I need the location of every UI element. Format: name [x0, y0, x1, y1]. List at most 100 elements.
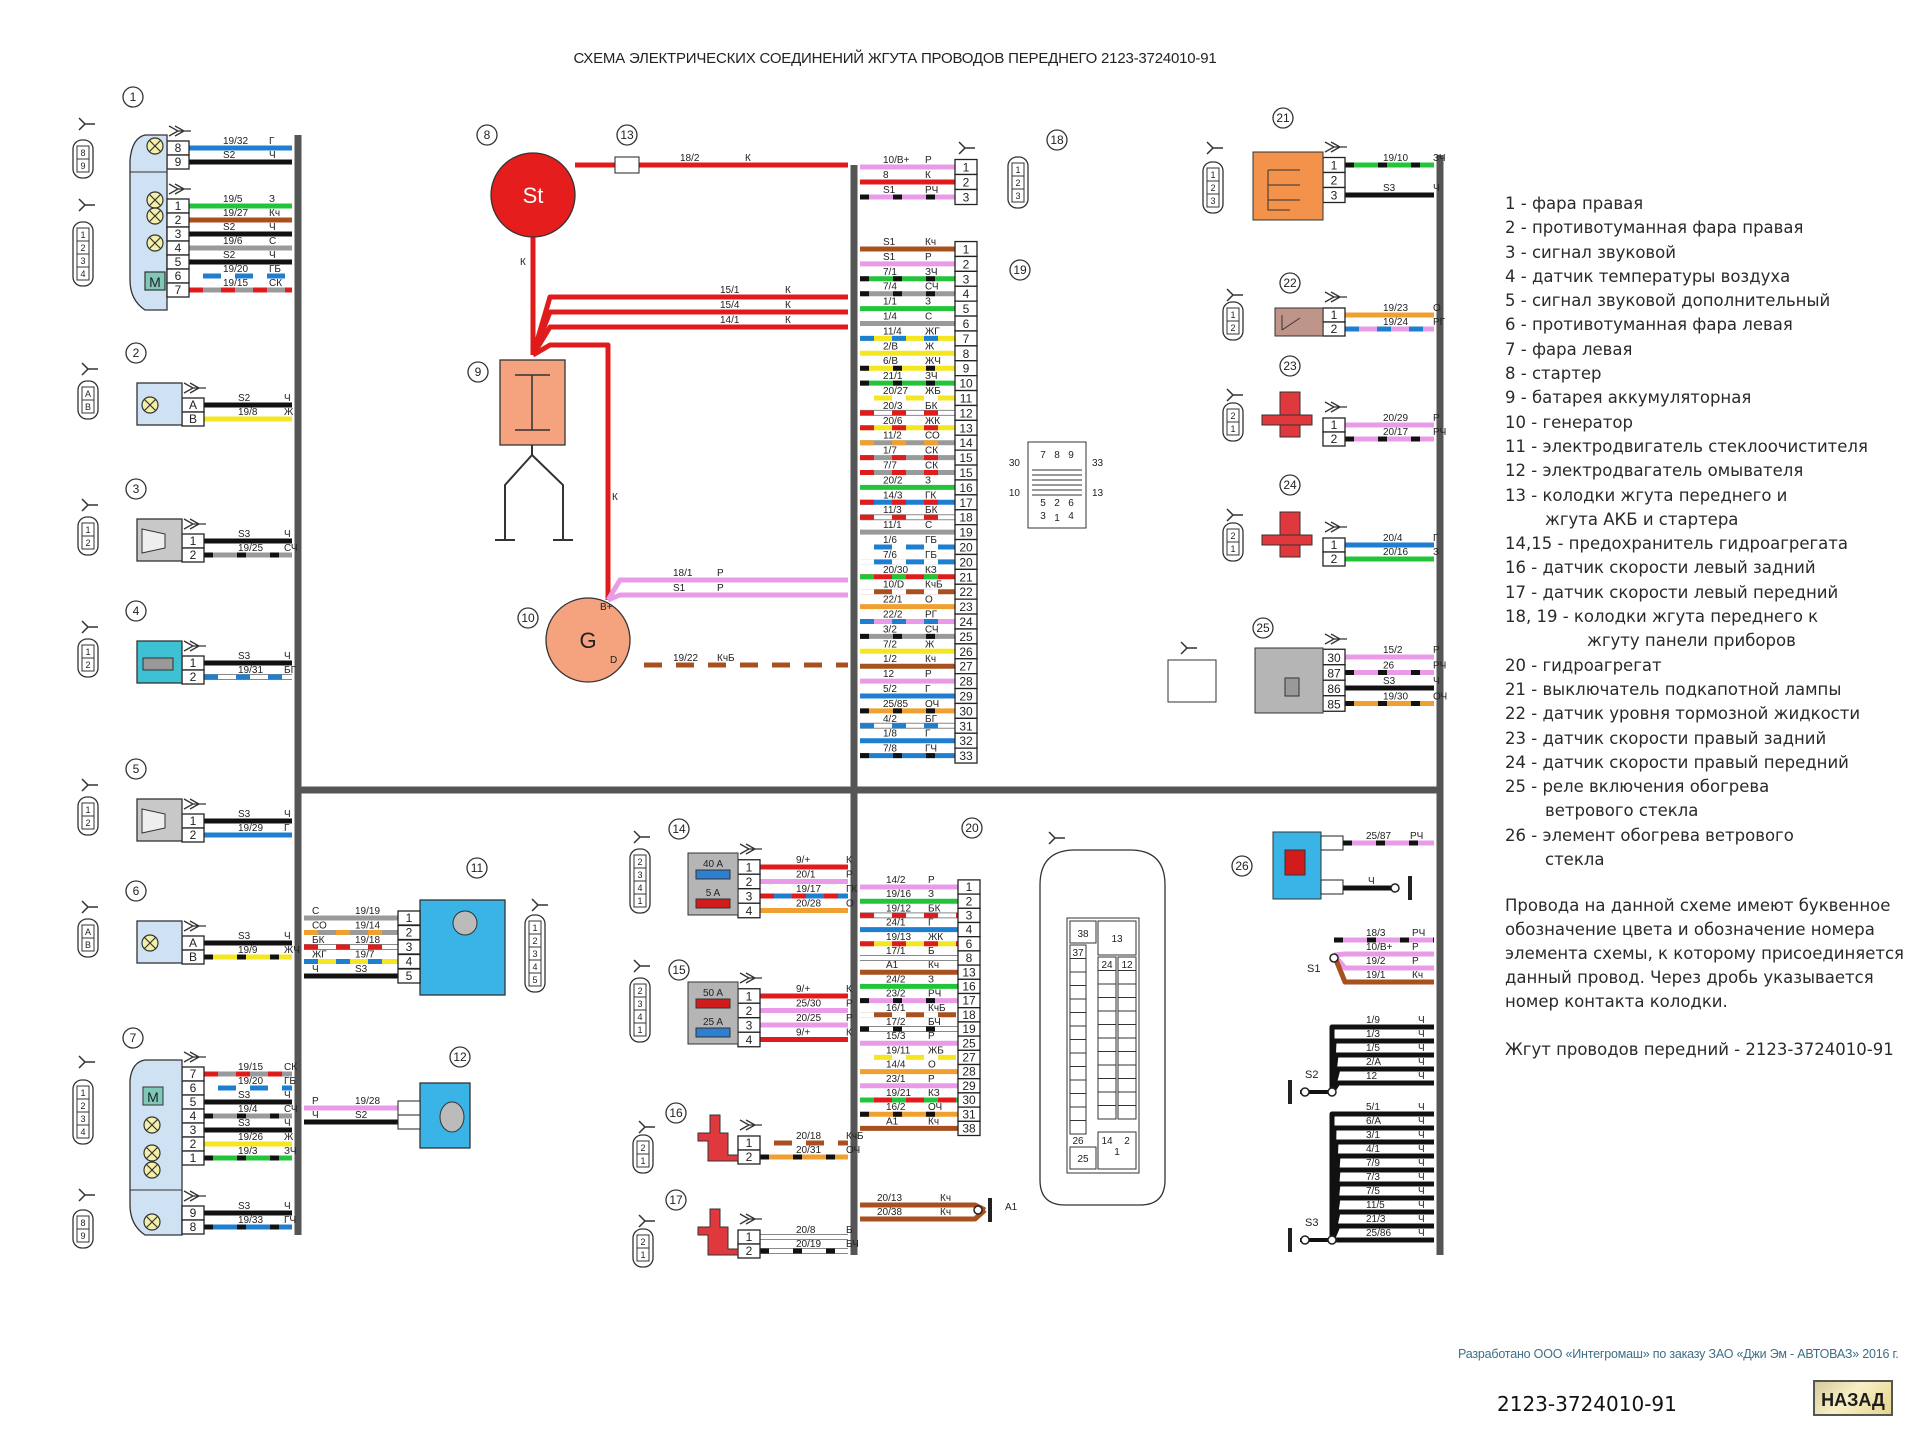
component-number: 22 [1283, 276, 1297, 290]
wire-label: 20/1 [796, 870, 816, 881]
pin-number: 1 [1331, 159, 1338, 173]
pin-number: 15 [959, 466, 973, 480]
ground-point-icon [1300, 1087, 1310, 1097]
pin-number: 9 [963, 362, 970, 376]
wire-color: Р [925, 252, 932, 263]
wire-color: К [846, 984, 852, 995]
pin-box [1322, 431, 1346, 447]
connector-arrow-icon [739, 1119, 762, 1131]
wire-color: Ч [1418, 1116, 1425, 1127]
wire-color: Р [717, 583, 724, 594]
switch-icon [1267, 169, 1300, 211]
face-cell [1097, 1078, 1117, 1093]
wire-label: 20/25 [796, 1013, 821, 1024]
wire-label: 5/2 [883, 684, 897, 695]
plug-pin: 8 [80, 148, 85, 158]
wire-label: 19/4 [238, 1104, 258, 1115]
battery-ground-icon [495, 445, 573, 541]
component-number-circle [1231, 855, 1253, 877]
wire-label: 19/28 [355, 1096, 380, 1107]
pin-number: 7 [175, 283, 182, 297]
wire-color: Р [846, 1013, 853, 1024]
legend-item: 21 - выключатель подкапотной лампы [1505, 679, 1842, 699]
wire-label: S1 [883, 252, 896, 263]
pin-number: A [189, 398, 197, 412]
wire-label: 20/2 [883, 475, 903, 486]
wire-color: Р [846, 999, 853, 1010]
plug-pin: 1 [1230, 424, 1235, 434]
wire-label: 17/2 [886, 1017, 906, 1028]
wire-color: ГК [925, 490, 936, 501]
face-cell [1069, 985, 1087, 1000]
legend-item: жгуту панели приборов [1587, 631, 1796, 651]
motor-icon [144, 271, 166, 291]
wire-label: 1/6 [883, 535, 897, 546]
pin-number: 1 [1331, 418, 1338, 432]
wire-label: 19/13 [886, 932, 911, 943]
wire-label: 19/17 [796, 884, 821, 895]
component-number: 25 [1256, 621, 1270, 635]
pin-number: 29 [959, 689, 973, 703]
wire-label: 23/1 [886, 1074, 906, 1085]
connector-fork-icon [81, 362, 98, 376]
wire-color: СЧ [284, 1104, 298, 1115]
back-button[interactable]: НАЗАД [1813, 1380, 1893, 1416]
wire-label: 19/2 [1366, 956, 1386, 967]
wire-color: ЖГ [925, 326, 940, 337]
face-pin: 5 [1040, 498, 1046, 509]
face-cell [1069, 998, 1087, 1013]
pin-number: 30 [962, 1093, 976, 1107]
wire-color: КЗ [928, 1088, 940, 1099]
wire-label: 19/32 [223, 136, 248, 147]
wire-color: З [925, 475, 931, 486]
connector-fork-icon [78, 117, 95, 131]
wire-color: КЗ [925, 565, 937, 576]
wire-color: РЧ [925, 185, 938, 196]
wire-color: ГБ [925, 535, 937, 546]
wire-label: 14/4 [886, 1060, 906, 1071]
pin-number: 4 [966, 923, 973, 937]
wire-color: ЗЧ [925, 267, 938, 278]
wire-label: 15/2 [1383, 645, 1403, 656]
component-number-circle [1279, 272, 1301, 294]
connector-fork-icon [1226, 388, 1243, 402]
plug-pin: 1 [640, 1250, 645, 1260]
wire-color: Ч [1418, 1043, 1425, 1054]
wire-label: 19/29 [238, 823, 263, 834]
lamp-cross [146, 1164, 158, 1176]
wire-splice-S2 [1329, 1080, 1434, 1094]
pin-number: 2 [190, 670, 197, 684]
legend-item: 26 - элемент обогрева ветрового [1505, 825, 1794, 845]
wire-label: 18/1 [673, 568, 693, 579]
wire-color: БЧ [928, 1017, 941, 1028]
component-number: 21 [1276, 111, 1290, 125]
face-pin: 26 [1072, 1136, 1084, 1147]
wire-core [530, 309, 848, 356]
wire-label: 23/2 [886, 989, 906, 1000]
wire-label: 15/1 [720, 285, 740, 296]
wire-label: 19/25 [238, 543, 263, 554]
component-number: 6 [133, 884, 140, 898]
pin-number: 2 [966, 894, 973, 908]
wire-color: БК [925, 401, 938, 412]
wire-color: ЖБ [928, 1045, 944, 1056]
face-cell [1097, 920, 1137, 956]
wire-label: 1/9 [1366, 1015, 1380, 1026]
wire-s1 [607, 592, 848, 603]
wire-label: 7/5 [1366, 1186, 1380, 1197]
wire-label: 18/2 [680, 153, 700, 164]
plug-pin: 4 [80, 269, 85, 279]
fuse-icon [695, 869, 731, 880]
wire-color: РЧ [928, 989, 941, 1000]
pin-number: 3 [406, 940, 413, 954]
wire-label: 19/30 [1383, 692, 1408, 703]
wire-label: 20/3 [883, 401, 903, 412]
wire-label: 11/5 [1366, 1200, 1385, 1211]
component-number-circle [122, 86, 144, 108]
pin-number: 4 [190, 1109, 197, 1123]
pin-number: 3 [190, 1123, 197, 1137]
plug-cell [633, 1022, 647, 1037]
wire-label: 10/B+ [1366, 942, 1393, 953]
